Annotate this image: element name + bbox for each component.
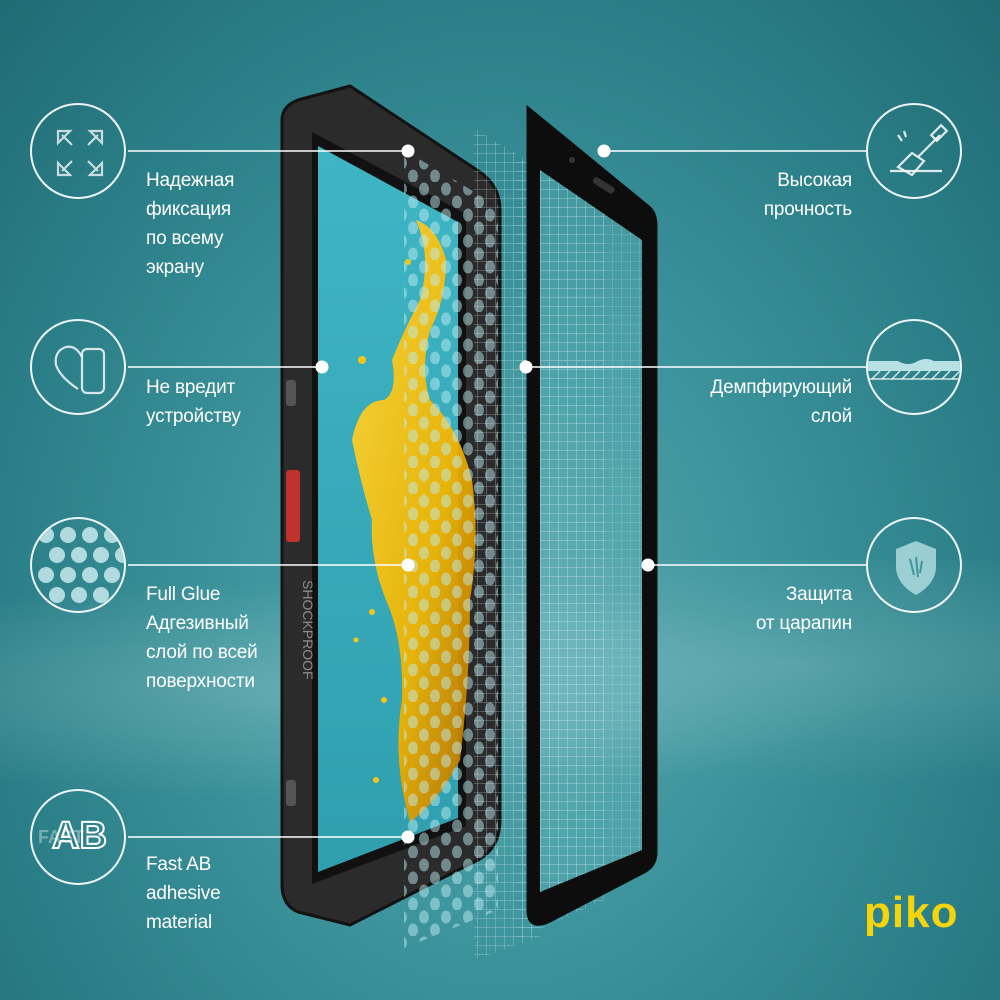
- feature-label-safe: Не вредит устройству: [146, 377, 241, 427]
- tempered-glass-layer: [526, 104, 658, 926]
- piko-logo: piko: [864, 888, 959, 937]
- feature-label-fast-ab: Fast AB adhesive material: [146, 854, 221, 933]
- feature-label-damping: Демпфирующий слой: [710, 377, 852, 427]
- callout-dots: [315, 144, 655, 844]
- dots-pattern-icon: [30, 517, 126, 613]
- hammer-glass-icon: [866, 103, 962, 199]
- red-side-button: [286, 470, 300, 542]
- fast-ab-icon-text: AB: [51, 814, 108, 858]
- feature-label-strength: Высокая прочность: [763, 170, 852, 220]
- fast-ab-icon: FAST AB: [30, 789, 126, 885]
- damping-layer-icon: [866, 319, 962, 415]
- callout-lines: [128, 150, 866, 838]
- feature-label-scratch: Защита от царапин: [755, 584, 852, 634]
- expand-arrows-icon: [30, 103, 126, 199]
- heart-phone-icon: [30, 319, 126, 415]
- shield-icon: [866, 517, 962, 613]
- phone-side-text: SHOCKPROOF: [300, 580, 316, 680]
- feature-label-fixation: Надежная фиксация по всему экрану: [146, 170, 235, 278]
- fast-ab-icon-subtext: FAST: [38, 827, 85, 847]
- feature-label-full-glue: Full Glue Адгезивный слой по всей поверх…: [146, 584, 258, 692]
